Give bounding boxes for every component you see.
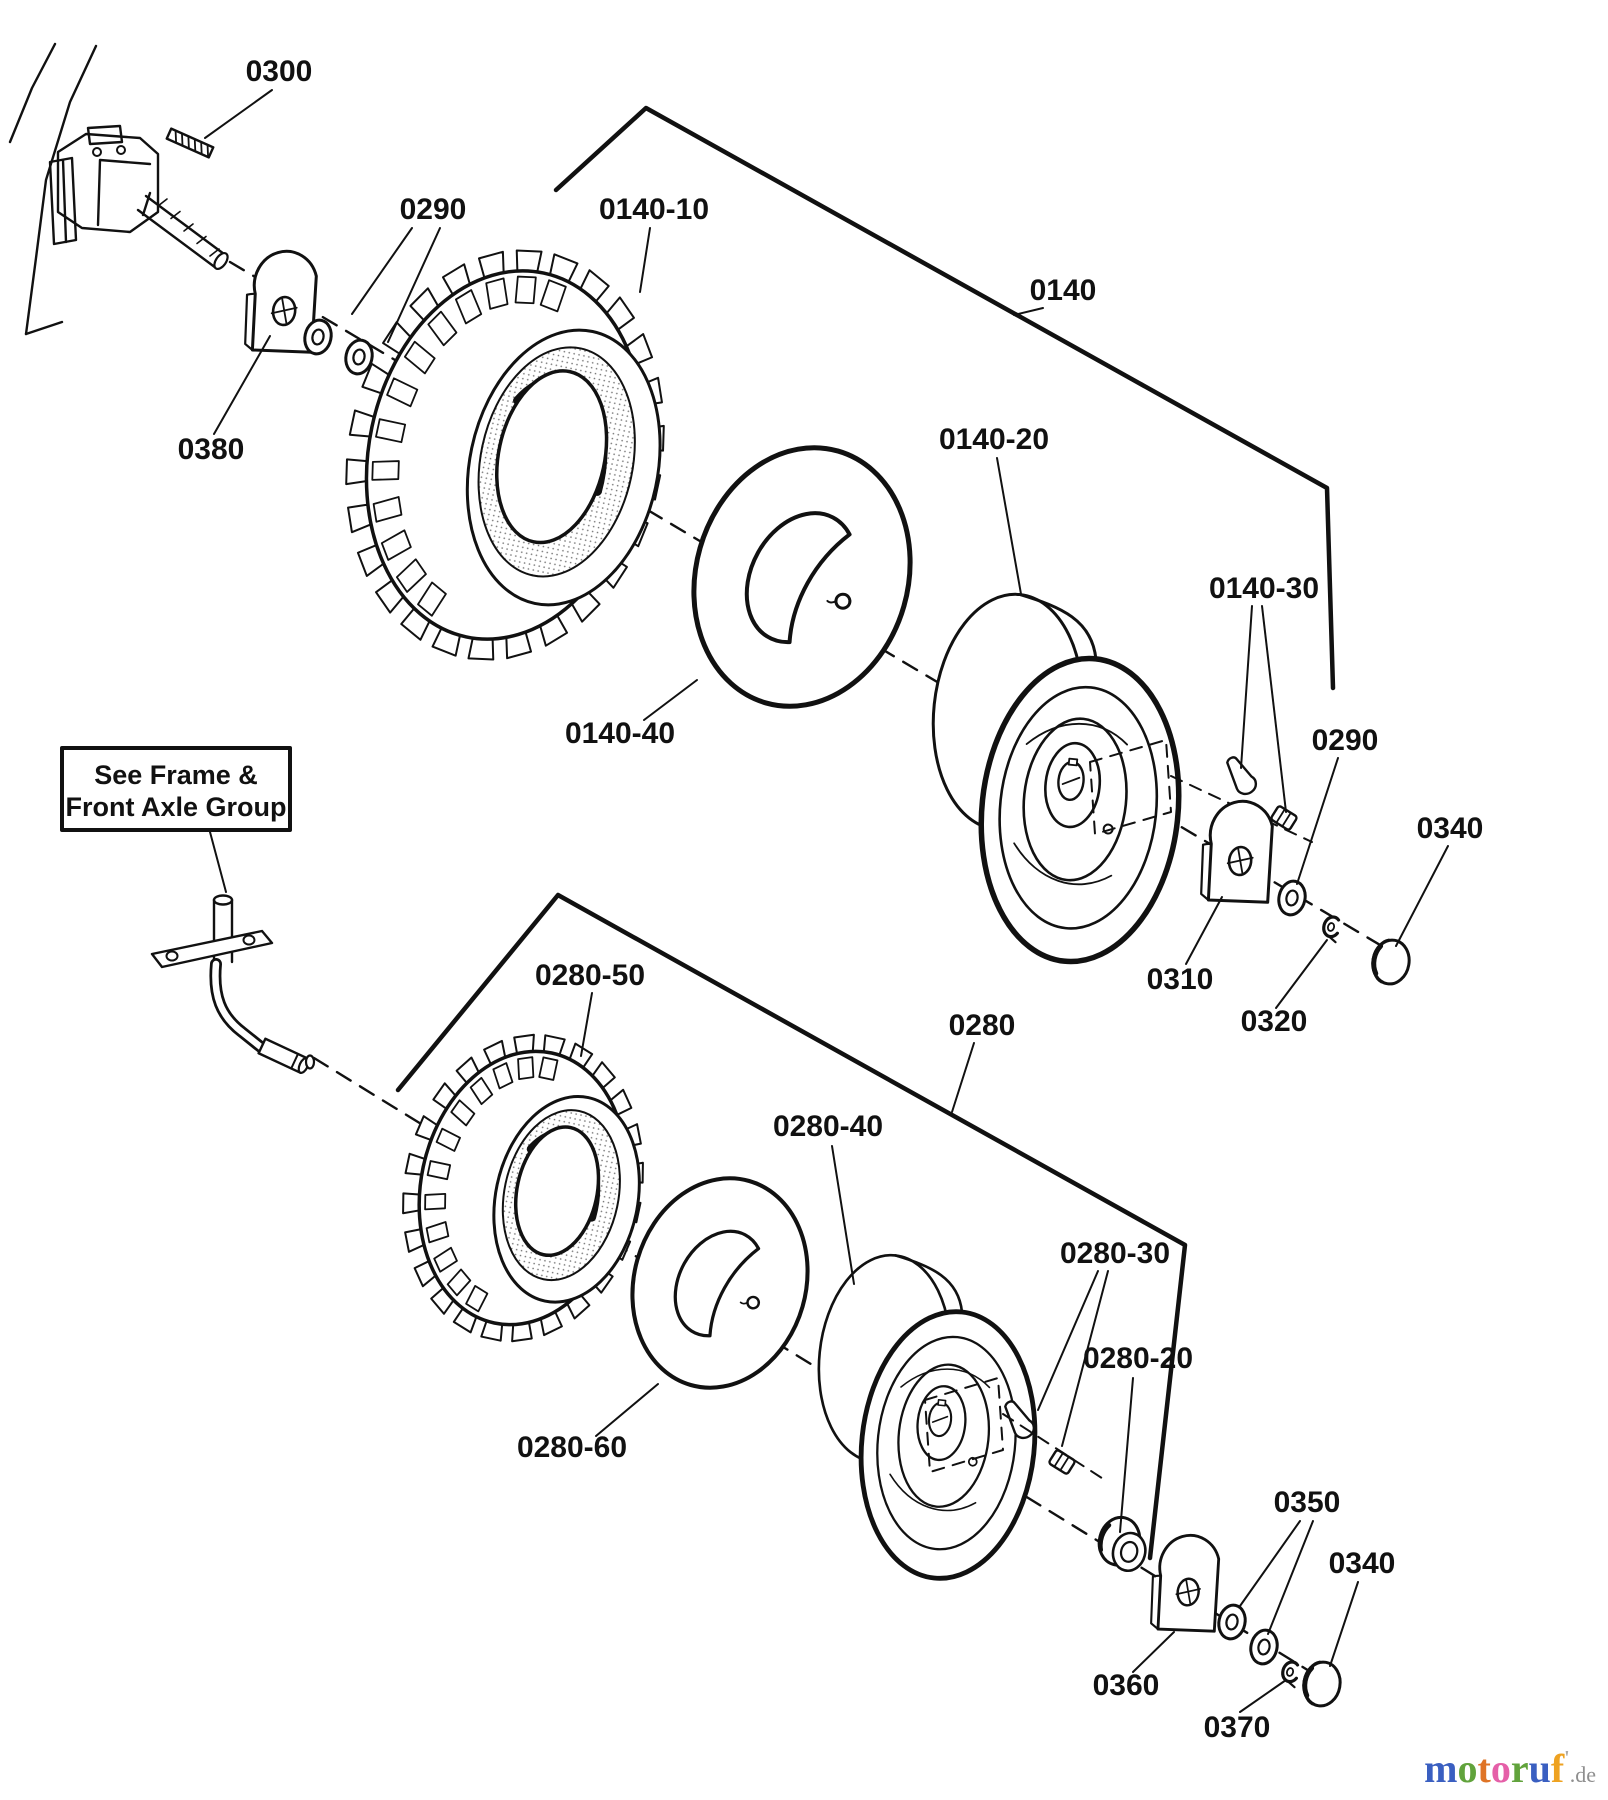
- pointer-0140-10: [639, 227, 651, 293]
- part-label-0280-60: 0280-60: [517, 1431, 627, 1464]
- part-label-0340-lower: 0340: [1329, 1547, 1396, 1580]
- pointer-0140-30-b: [1261, 605, 1287, 813]
- axle-bracket-0310: [1200, 799, 1274, 904]
- pointer-0340-upper: [1395, 845, 1449, 947]
- motoruf-logo[interactable]: motoruf'.de: [1424, 1745, 1596, 1792]
- valve-detail-boxes: [924, 739, 1313, 1483]
- part-label-0280-40: 0280-40: [773, 1110, 883, 1143]
- pointer-0350-a: [1239, 1520, 1301, 1607]
- pointer-0140-40: [643, 679, 698, 721]
- front-spindle: [150, 894, 316, 1074]
- valve-stem-0140-30: [1226, 756, 1298, 831]
- group-0280-boundary: [395, 892, 1188, 1561]
- washer-0290-a: [303, 318, 333, 356]
- pointer-0340-lower: [1329, 1581, 1359, 1667]
- logo-suffix: .de: [1569, 1762, 1596, 1787]
- callout-line-1: See Frame &: [94, 760, 258, 790]
- callout-box: See Frame &Front Axle Group: [60, 746, 292, 832]
- part-label-0350: 0350: [1274, 1486, 1341, 1519]
- diagram-linework: 0300 0290 0140-10 0140 0140-20 0140-30 0140-40…: [8, 42, 1484, 1744]
- inner-tube-0280-60: [630, 1176, 810, 1390]
- tire-0140-10: [345, 249, 665, 661]
- pointer-0300: [204, 89, 273, 139]
- pointer-0370: [1239, 1679, 1287, 1713]
- washer-0350-a: [1217, 1603, 1247, 1641]
- pointer-0350-b: [1267, 1520, 1314, 1635]
- washer-0350-b: [1249, 1628, 1279, 1666]
- pointer-0290-right: [1296, 757, 1339, 885]
- washer-0290-right: [1277, 879, 1307, 917]
- part-label-0280-30: 0280-30: [1060, 1237, 1170, 1270]
- part-label-0370: 0370: [1204, 1711, 1271, 1744]
- part-label-0280-50: 0280-50: [535, 959, 645, 992]
- part-label-0140-30: 0140-30: [1209, 572, 1319, 605]
- pointer-0290-top-a: [351, 227, 413, 315]
- part-label-0140-40: 0140-40: [565, 717, 675, 750]
- pointer-0280-30-a: [1037, 1270, 1099, 1411]
- pointer-0320: [1275, 939, 1328, 1009]
- part-label-0280: 0280: [949, 1009, 1016, 1042]
- logo-letter-1: o: [1457, 1746, 1478, 1791]
- pointer-0140-20: [996, 457, 1022, 595]
- pointer-0360: [1132, 1631, 1175, 1673]
- group-0140-boundary: [553, 105, 1336, 691]
- pointer-0310: [1185, 896, 1223, 965]
- pointer-0280: [951, 1042, 975, 1113]
- logo-tick: ': [1564, 1747, 1570, 1769]
- wheel-rim-0140-20: [931, 592, 1182, 965]
- part-label-0320: 0320: [1241, 1005, 1308, 1038]
- pointer-0140: [1013, 307, 1044, 316]
- part-labels: 0300 0290 0140-10 0140 0140-20 0140-30 0140-40…: [178, 55, 1484, 1744]
- tire-0280-50: [402, 1033, 644, 1343]
- part-label-0380: 0380: [178, 433, 245, 466]
- part-label-0290-right: 0290: [1312, 724, 1379, 757]
- transaxle-sketch: [8, 42, 229, 336]
- hub-cap-0340-lower: [1302, 1660, 1342, 1708]
- pointer-0280-30-b: [1061, 1270, 1109, 1447]
- hub-cap-0340-upper: [1371, 938, 1411, 986]
- pointer-0280-40: [831, 1145, 855, 1285]
- pointer-0140-30-a: [1240, 605, 1253, 769]
- part-label-0140: 0140: [1030, 274, 1097, 307]
- part-label-0280-20: 0280-20: [1083, 1342, 1193, 1375]
- part-label-0340-upper: 0340: [1417, 812, 1484, 845]
- logo-letter-0: m: [1424, 1746, 1458, 1791]
- logo-letter-2: t: [1477, 1746, 1491, 1791]
- pointer-0280-50: [580, 992, 593, 1057]
- inner-tube-0140-40: [691, 445, 913, 709]
- pointer-0280-60: [595, 1383, 659, 1437]
- washer-0290-b: [344, 338, 374, 376]
- wheel-rim-0280-40: [817, 1253, 1038, 1581]
- pointer-0380: [213, 335, 271, 435]
- bearing-bracket-0380: [244, 249, 318, 354]
- logo-letter-3: o: [1490, 1746, 1511, 1791]
- label-pointers: [204, 89, 1449, 1713]
- callout-line-2: Front Axle Group: [66, 792, 287, 822]
- pointer-0280-20: [1119, 1377, 1134, 1533]
- roll-pin-0300: [165, 127, 215, 159]
- part-label-0310: 0310: [1147, 963, 1214, 996]
- part-label-0140-10: 0140-10: [599, 193, 709, 226]
- pointer-0290-top-b: [387, 227, 441, 343]
- logo-letter-4: r: [1510, 1746, 1529, 1791]
- part-label-0140-20: 0140-20: [939, 423, 1049, 456]
- e-ring-0320: [1322, 915, 1341, 944]
- e-ring-0370: [1281, 1660, 1300, 1689]
- logo-letter-5: u: [1528, 1746, 1551, 1791]
- group-boundaries: [395, 105, 1336, 1561]
- part-label-0300: 0300: [246, 55, 313, 88]
- part-label-0360: 0360: [1093, 1669, 1160, 1702]
- part-label-0290-top: 0290: [400, 193, 467, 226]
- flange-bushing-0280-20: [1097, 1515, 1147, 1573]
- logo-letter-6: f: [1550, 1746, 1565, 1791]
- pointer-callout: [209, 831, 227, 893]
- axle-bracket-0360: [1150, 1533, 1221, 1633]
